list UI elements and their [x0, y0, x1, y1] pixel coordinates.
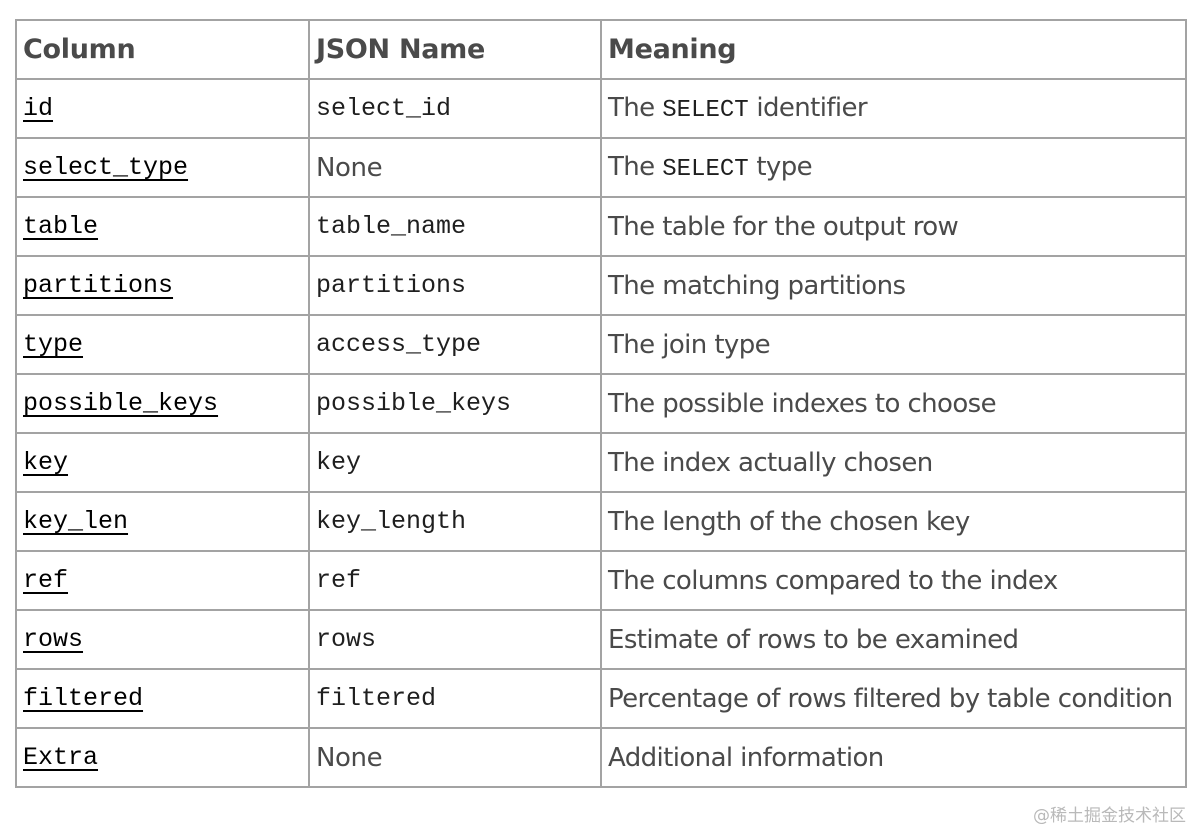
column-name-link[interactable]: filtered	[23, 684, 144, 713]
meaning-text: Percentage of rows filtered by table con…	[608, 683, 1173, 714]
meaning-cell: The columns compared to the index	[600, 550, 1187, 611]
meaning-cell: The possible indexes to choose	[600, 373, 1187, 434]
table-row: ref ref The columns compared to the index	[15, 550, 1187, 611]
meaning-cell: The index actually chosen	[600, 432, 1187, 493]
header-column: Column	[15, 19, 310, 80]
table-row: possible_keys possible_keys The possible i…	[15, 373, 1187, 434]
column-name-link[interactable]: type	[23, 330, 84, 359]
meaning-text: Estimate of rows to be examined	[608, 624, 1019, 655]
table-row: table table_name The table for the output …	[15, 196, 1187, 257]
json-name-cell: key_length	[308, 491, 602, 552]
json-name-cell: None	[308, 727, 602, 788]
watermark: @稀土掘金技术社区	[1033, 806, 1186, 826]
column-name-link[interactable]: partitions	[23, 271, 174, 300]
column-cell: type	[15, 314, 310, 375]
table-row: Extra None Additional information	[15, 727, 1187, 788]
column-cell: rows	[15, 609, 310, 670]
meaning-cell: The join type	[600, 314, 1187, 375]
column-name-link[interactable]: possible_keys	[23, 389, 219, 418]
json-name-cell: ref	[308, 550, 602, 611]
column-cell: id	[15, 78, 310, 139]
column-name-link[interactable]: id	[23, 94, 54, 123]
meaning-text: The length of the chosen key	[608, 506, 970, 537]
table-row: partitions partitions The matching partiti…	[15, 255, 1187, 316]
table-header-row: Column JSON Name Meaning	[15, 19, 1187, 80]
json-name-value: None	[316, 152, 383, 183]
meaning-cell: Percentage of rows filtered by table con…	[600, 668, 1187, 729]
column-name-link[interactable]: select_type	[23, 153, 189, 182]
table-row: id select_id The SELECT identifier	[15, 78, 1187, 139]
table-row: select_type None The SELECT type	[15, 137, 1187, 198]
json-name-cell: key	[308, 432, 602, 493]
json-name-value: partitions	[316, 271, 467, 300]
meaning-text-pre: The	[608, 93, 663, 123]
header-json-name: JSON Name	[308, 19, 602, 80]
meaning-text: The table for the output row	[608, 211, 959, 242]
json-name-value: None	[316, 742, 383, 773]
json-name-value: table_name	[316, 212, 467, 241]
column-cell: possible_keys	[15, 373, 310, 434]
json-name-cell: table_name	[308, 196, 602, 257]
meaning-text: The matching partitions	[608, 270, 906, 301]
column-cell: filtered	[15, 668, 310, 729]
meaning-cell: The SELECT type	[600, 137, 1187, 198]
header-meaning: Meaning	[600, 19, 1187, 80]
json-name-value: select_id	[316, 94, 452, 123]
column-name-link[interactable]: Extra	[23, 743, 99, 772]
json-name-cell: filtered	[308, 668, 602, 729]
meaning-cell: Estimate of rows to be examined	[600, 609, 1187, 670]
column-cell: select_type	[15, 137, 310, 198]
column-name-link[interactable]: table	[23, 212, 99, 241]
meaning-text: The columns compared to the index	[608, 565, 1058, 596]
meaning-text-post: type	[748, 152, 813, 182]
meaning-text-post: identifier	[748, 93, 868, 123]
column-name-link[interactable]: rows	[23, 625, 84, 654]
meaning-text: The possible indexes to choose	[608, 388, 997, 419]
json-name-value: key_length	[316, 507, 467, 536]
json-name-cell: possible_keys	[308, 373, 602, 434]
column-cell: table	[15, 196, 310, 257]
json-name-value: ref	[316, 566, 362, 595]
table-row: key key The index actually chosen	[15, 432, 1187, 493]
json-name-cell: None	[308, 137, 602, 198]
meaning-keyword: SELECT	[662, 156, 749, 183]
table-row: filtered filtered Percentage of rows filte…	[15, 668, 1187, 729]
column-cell: ref	[15, 550, 310, 611]
meaning-cell: The SELECT identifier	[600, 78, 1187, 139]
json-name-cell: partitions	[308, 255, 602, 316]
meaning-cell: The matching partitions	[600, 255, 1187, 316]
json-name-value: access_type	[316, 330, 482, 359]
column-cell: Extra	[15, 727, 310, 788]
json-name-value: possible_keys	[316, 389, 512, 418]
meaning-text: The index actually chosen	[608, 447, 933, 478]
json-name-cell: select_id	[308, 78, 602, 139]
json-name-cell: access_type	[308, 314, 602, 375]
json-name-value: rows	[316, 625, 377, 654]
table-row: type access_type The join type	[15, 314, 1187, 375]
meaning-text: The join type	[608, 329, 771, 360]
meaning-keyword: SELECT	[662, 97, 749, 124]
column-name-link[interactable]: key_len	[23, 507, 129, 536]
meaning-text: Additional information	[608, 742, 884, 773]
json-name-cell: rows	[308, 609, 602, 670]
json-name-value: key	[316, 448, 362, 477]
json-name-value: filtered	[316, 684, 437, 713]
meaning-text-pre: The	[608, 152, 663, 182]
column-cell: key_len	[15, 491, 310, 552]
table-row: key_len key_length The length of the chose…	[15, 491, 1187, 552]
meaning-cell: The length of the chosen key	[600, 491, 1187, 552]
table-row: rows rows Estimate of rows to be examined	[15, 609, 1187, 670]
column-name-link[interactable]: ref	[23, 566, 69, 595]
meaning-cell: Additional information	[600, 727, 1187, 788]
meaning-cell: The table for the output row	[600, 196, 1187, 257]
column-cell: key	[15, 432, 310, 493]
column-name-link[interactable]: key	[23, 448, 69, 477]
column-cell: partitions	[15, 255, 310, 316]
